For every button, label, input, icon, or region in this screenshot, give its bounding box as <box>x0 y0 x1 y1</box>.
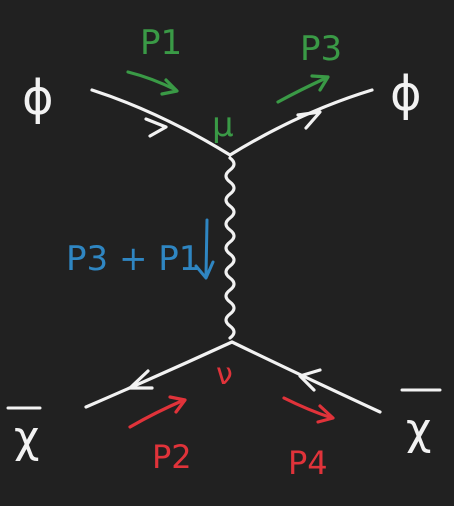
exchange-momentum-arrowhead <box>194 260 215 280</box>
phi-out-label: ϕ <box>390 66 422 122</box>
p3-momentum-arrow <box>276 76 328 104</box>
p1-label: P1 <box>140 23 182 63</box>
vertex-mu-label: μ <box>212 105 234 145</box>
exchange-momentum-label: P3 + P1 <box>66 239 200 279</box>
p2-momentum-arrowhead <box>168 395 187 414</box>
phi-in-label: ϕ <box>22 70 54 126</box>
incoming-antichi-arrow <box>128 369 154 390</box>
p3-label: P3 <box>300 29 342 69</box>
p4-label: P4 <box>288 444 328 482</box>
outgoing-antichi-line <box>230 340 382 414</box>
p1-momentum-arrowhead <box>160 78 179 96</box>
exchange-momentum-arrow <box>204 218 209 278</box>
incoming-phi-arrow <box>144 117 168 138</box>
p4-momentum-arrowhead <box>316 404 335 424</box>
incoming-phi-line <box>90 88 232 157</box>
p3-momentum-arrowhead <box>310 74 330 92</box>
mediator-propagator <box>224 156 236 340</box>
antichi-out-label: χ <box>406 404 431 455</box>
antichi-in-label: χ <box>14 412 39 463</box>
outgoing-phi-line <box>228 88 374 157</box>
p4-momentum-arrow <box>282 396 334 420</box>
p2-momentum-arrow <box>128 398 186 429</box>
outgoing-antichi-arrow <box>298 368 322 392</box>
outgoing-phi-arrow <box>296 110 322 130</box>
incoming-antichi-line <box>84 340 234 409</box>
p2-label: P2 <box>152 438 192 476</box>
vertex-nu-label: ν <box>216 357 233 392</box>
